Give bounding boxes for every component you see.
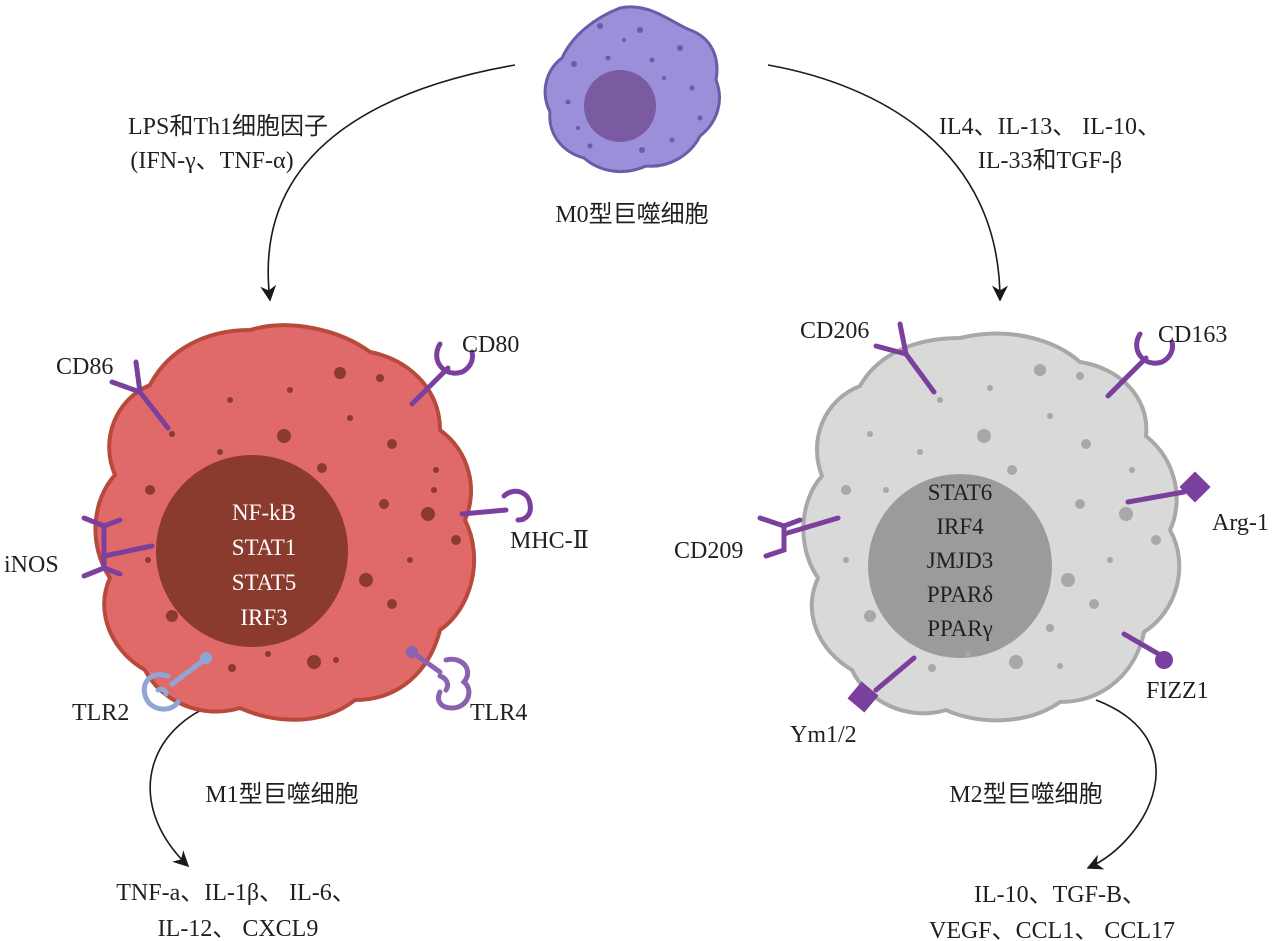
fizz1-label: FIZZ1 [1146, 678, 1209, 704]
tlr4-label: TLR4 [470, 700, 527, 726]
m2-receptors: CD206 CD163 Arg-1 CD209 Ym1/2 [674, 318, 1269, 748]
m1-stimulus-line1: LPS和Th1细胞因子 [128, 113, 328, 140]
m2-stimulus-line2: IL-33和TGF-β [978, 147, 1122, 174]
m2-stimulus-line1: IL4、IL-13、 IL-10、 [939, 114, 1161, 140]
m2-title: M2型巨噬细胞 [949, 781, 1102, 808]
m1-receptors: CD86 CD80 MHC-Ⅱ iNOS TLR2 [4, 332, 589, 726]
fizz1-receptor-icon [1121, 631, 1173, 669]
cd209-label: CD209 [674, 538, 743, 564]
inos-label: iNOS [4, 552, 59, 578]
m1-nucleus-factors: NF-kB STAT1 STAT5 IRF3 [232, 500, 297, 630]
m2-factor-2: IRF4 [936, 514, 984, 539]
m1-granules [145, 367, 461, 672]
arg1-receptor-icon [1125, 471, 1211, 505]
tlr2-receptor-icon [141, 652, 212, 712]
cd86-label: CD86 [56, 354, 113, 380]
cd163-receptor-icon [1105, 331, 1175, 399]
m2-outputs-line1: IL-10、TGF-B、 [974, 882, 1146, 908]
m1-cell: NF-kB STAT1 STAT5 IRF3 [93, 323, 477, 722]
m1-factor-1: NF-kB [232, 500, 296, 525]
m2-factor-1: STAT6 [928, 480, 993, 505]
m1-title: M1型巨噬细胞 [205, 781, 358, 808]
m2-nucleus-factors: STAT6 IRF4 JMJD3 PPARδ PPARγ [927, 480, 993, 641]
cd163-label: CD163 [1158, 322, 1227, 348]
cd80-label: CD80 [462, 332, 519, 358]
m2-factor-5: PPARγ [927, 616, 993, 641]
m2-outputs-line2: VEGF、CCL1、 CCL17 [929, 918, 1175, 941]
m1-nucleus [156, 455, 348, 647]
m1-factor-3: STAT5 [232, 570, 297, 595]
m1-outputs-line1: TNF-a、IL-1β、 IL-6、 [116, 880, 355, 906]
cd86-receptor-icon [109, 359, 171, 431]
inos-receptor-icon [81, 515, 155, 579]
m0-title: M0型巨噬细胞 [555, 201, 708, 228]
m2-cell: STAT6 IRF4 JMJD3 PPARδ PPARγ [801, 331, 1182, 723]
cd206-label: CD206 [800, 318, 869, 344]
m2-factor-3: JMJD3 [927, 548, 993, 573]
m0-cell [543, 5, 721, 173]
arg1-label: Arg-1 [1212, 510, 1269, 536]
ym12-label: Ym1/2 [790, 722, 857, 748]
mhc2-receptor-icon [459, 488, 533, 523]
m1-stimulus-line2: (IFN-γ、TNF-α) [130, 148, 293, 174]
tlr4-receptor-icon [406, 646, 472, 711]
m2-nucleus [868, 474, 1052, 658]
arrow-m2-to-outputs [1086, 699, 1157, 870]
m0-granules [565, 23, 703, 153]
m1-factor-4: IRF3 [240, 605, 287, 630]
m1-outputs-line2: IL-12、 CXCL9 [158, 916, 319, 941]
arrow-m0-to-m1 [260, 64, 516, 302]
cd80-receptor-icon [409, 341, 475, 407]
m2-factor-4: PPARδ [927, 582, 993, 607]
m2-granules [841, 364, 1161, 672]
arrow-m0-to-m2 [767, 64, 1008, 302]
m1-factor-2: STAT1 [232, 535, 297, 560]
tlr2-label: TLR2 [72, 700, 129, 726]
ym12-receptor-icon [847, 655, 917, 713]
cd206-receptor-icon [873, 321, 937, 395]
m0-nucleus [584, 70, 656, 142]
mhc2-label: MHC-Ⅱ [510, 528, 589, 554]
cd209-receptor-icon [757, 515, 841, 559]
